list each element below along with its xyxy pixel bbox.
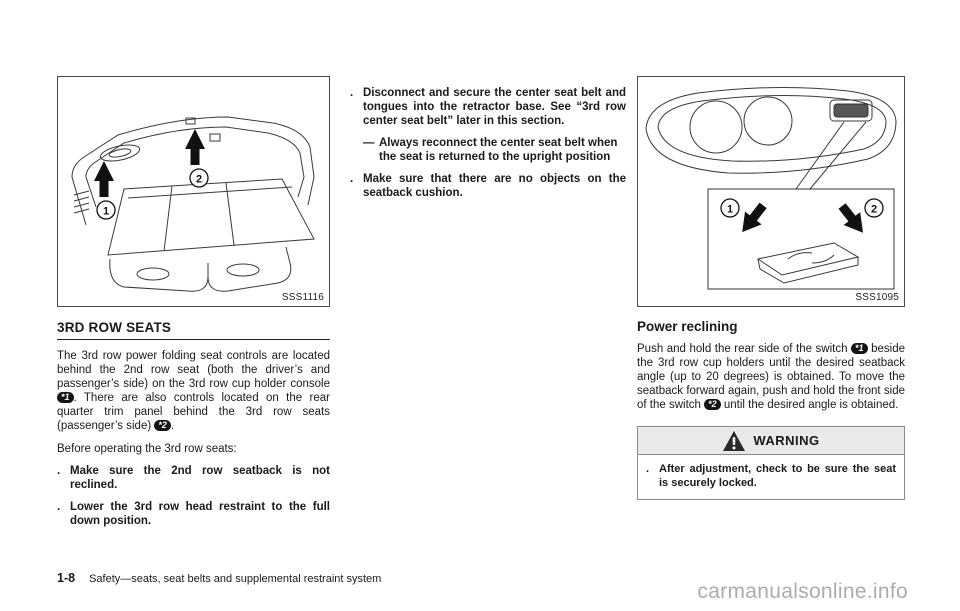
bullet-marker: . <box>350 87 354 99</box>
up-arrow-icons <box>94 129 205 197</box>
callout-badge-2: *2 <box>154 420 171 431</box>
figure-caption-sss1116: SSS1116 <box>281 292 324 303</box>
callout-2: 2 <box>864 198 884 218</box>
para-text: The 3rd row power folding seat controls … <box>57 350 330 390</box>
paragraph-power-reclining: Push and hold the rear side of the switc… <box>637 342 905 412</box>
footer-section-title: Safety—seats, seat belts and supplementa… <box>89 573 382 585</box>
callout-2: 2 <box>189 168 209 188</box>
warning-title: WARNING <box>753 433 820 448</box>
warning-triangle-icon <box>723 430 746 451</box>
page-number: 1-8 <box>57 571 76 585</box>
sub-bullet-text: Always reconnect the center seat belt wh… <box>379 137 618 163</box>
callout-1: 1 <box>720 198 740 218</box>
bullet-text: Make sure that there are no objects on t… <box>363 173 626 199</box>
callout-1: 1 <box>96 200 116 220</box>
callout-badge-1: *1 <box>57 392 74 403</box>
folded-seats-illustration: 1 2 <box>71 116 315 292</box>
list-item: . Disconnect and secure the center seat … <box>350 86 626 128</box>
before-operating-text: Before operating the 3rd row seats: <box>57 443 237 455</box>
bullet-marker: . <box>57 465 61 477</box>
page-footer: 1-8 Safety—seats, seat belts and suppleme… <box>57 569 381 587</box>
svg-text:2: 2 <box>871 204 877 216</box>
figure-caption-sss1095: SSS1095 <box>855 292 899 303</box>
callout-badge-1: *1 <box>851 343 868 354</box>
bullet-text: Make sure the 2nd row seatback is not re… <box>70 465 330 491</box>
sub-list-item: — Always reconnect the center seat belt … <box>350 136 626 164</box>
list-item: . Lower the 3rd row head restraint to th… <box>57 500 330 528</box>
svg-text:2: 2 <box>196 174 202 186</box>
para-text: Push and hold the rear side of the switc… <box>637 343 852 355</box>
power-recline-switch-illustration: 1 2 <box>645 86 897 290</box>
section-heading-3rd-row-seats: 3RD ROW SEATS <box>57 320 330 340</box>
bullet-text: Disconnect and secure the center seat be… <box>363 87 626 127</box>
bullet-text: Lower the 3rd row head restraint to the … <box>70 501 330 527</box>
svg-text:1: 1 <box>727 204 733 216</box>
para-text: until the desired angle is obtained. <box>720 399 899 411</box>
figure-sss1095: 1 2 SSS1095 <box>637 76 905 307</box>
figure-sss1116: 1 2 SSS1116 <box>57 76 330 307</box>
warning-box: WARNING . After adjustment, check to be … <box>637 426 905 500</box>
warning-header: WARNING <box>638 427 904 455</box>
bullet-marker: . <box>646 463 650 475</box>
middle-column: . Disconnect and secure the center seat … <box>350 86 626 208</box>
list-item: . Make sure the 2nd row seatback is not … <box>57 464 330 492</box>
para-text: . There are also controls located on the… <box>57 392 330 432</box>
bullet-marker: . <box>57 501 61 513</box>
down-arrow-icons <box>742 202 863 233</box>
list-item: . Make sure that there are no objects on… <box>350 172 626 200</box>
svg-text:1: 1 <box>103 206 109 218</box>
paragraph-3rd-row-intro: The 3rd row power folding seat controls … <box>57 349 330 433</box>
warning-list-item: . After adjustment, check to be sure the… <box>646 462 896 490</box>
left-column: 1 2 SSS1116 3RD ROW SEATS The 3rd row po… <box>57 76 330 536</box>
bullet-marker: . <box>350 173 354 185</box>
watermark-text: carmanualsonline.info <box>697 580 908 603</box>
dash-marker: — <box>363 137 375 149</box>
callout-badge-2: *2 <box>704 399 721 410</box>
warning-body: . After adjustment, check to be sure the… <box>638 455 904 499</box>
para-text: . <box>170 420 175 432</box>
warning-text: After adjustment, check to be sure the s… <box>659 463 896 489</box>
right-column: 1 2 SSS1095 Power reclining Push and hol… <box>637 76 905 500</box>
para-text: beside the 3rd row cup holders until the… <box>637 343 905 411</box>
section-heading-power-reclining: Power reclining <box>637 319 738 334</box>
